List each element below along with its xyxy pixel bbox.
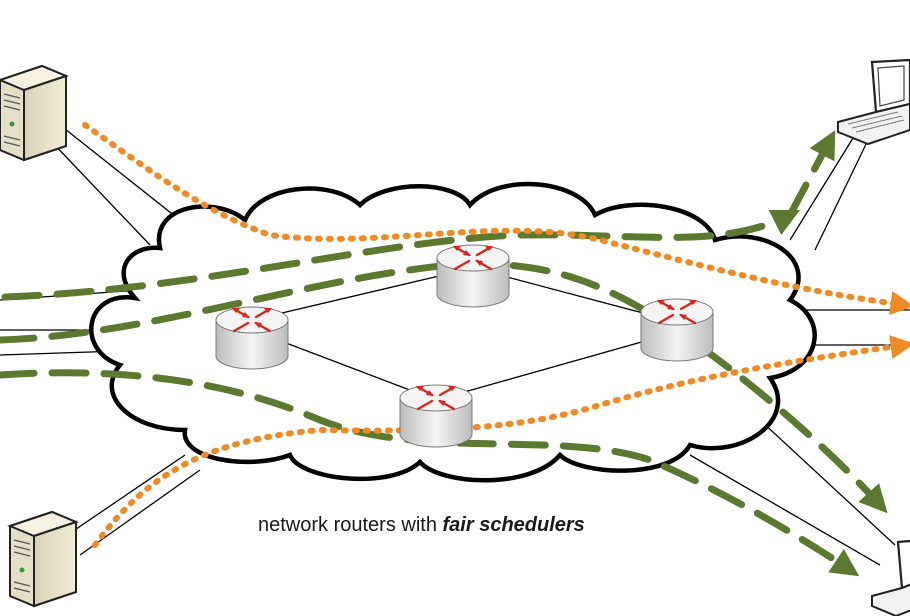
router-icon — [399, 384, 473, 448]
laptop-icon — [871, 539, 910, 616]
diagram-caption: network routers with fair schedulers — [258, 514, 585, 537]
laptop-icon — [837, 58, 910, 146]
caption-text: network routers with — [258, 514, 443, 536]
network-cloud — [89, 181, 817, 483]
router-icon — [640, 298, 714, 362]
router-icon — [215, 306, 289, 370]
server-icon — [7, 510, 79, 608]
router-icon — [436, 244, 510, 308]
orange-flows — [82, 122, 910, 548]
server-icon — [0, 64, 69, 162]
caption-emphasis: fair schedulers — [442, 514, 585, 536]
